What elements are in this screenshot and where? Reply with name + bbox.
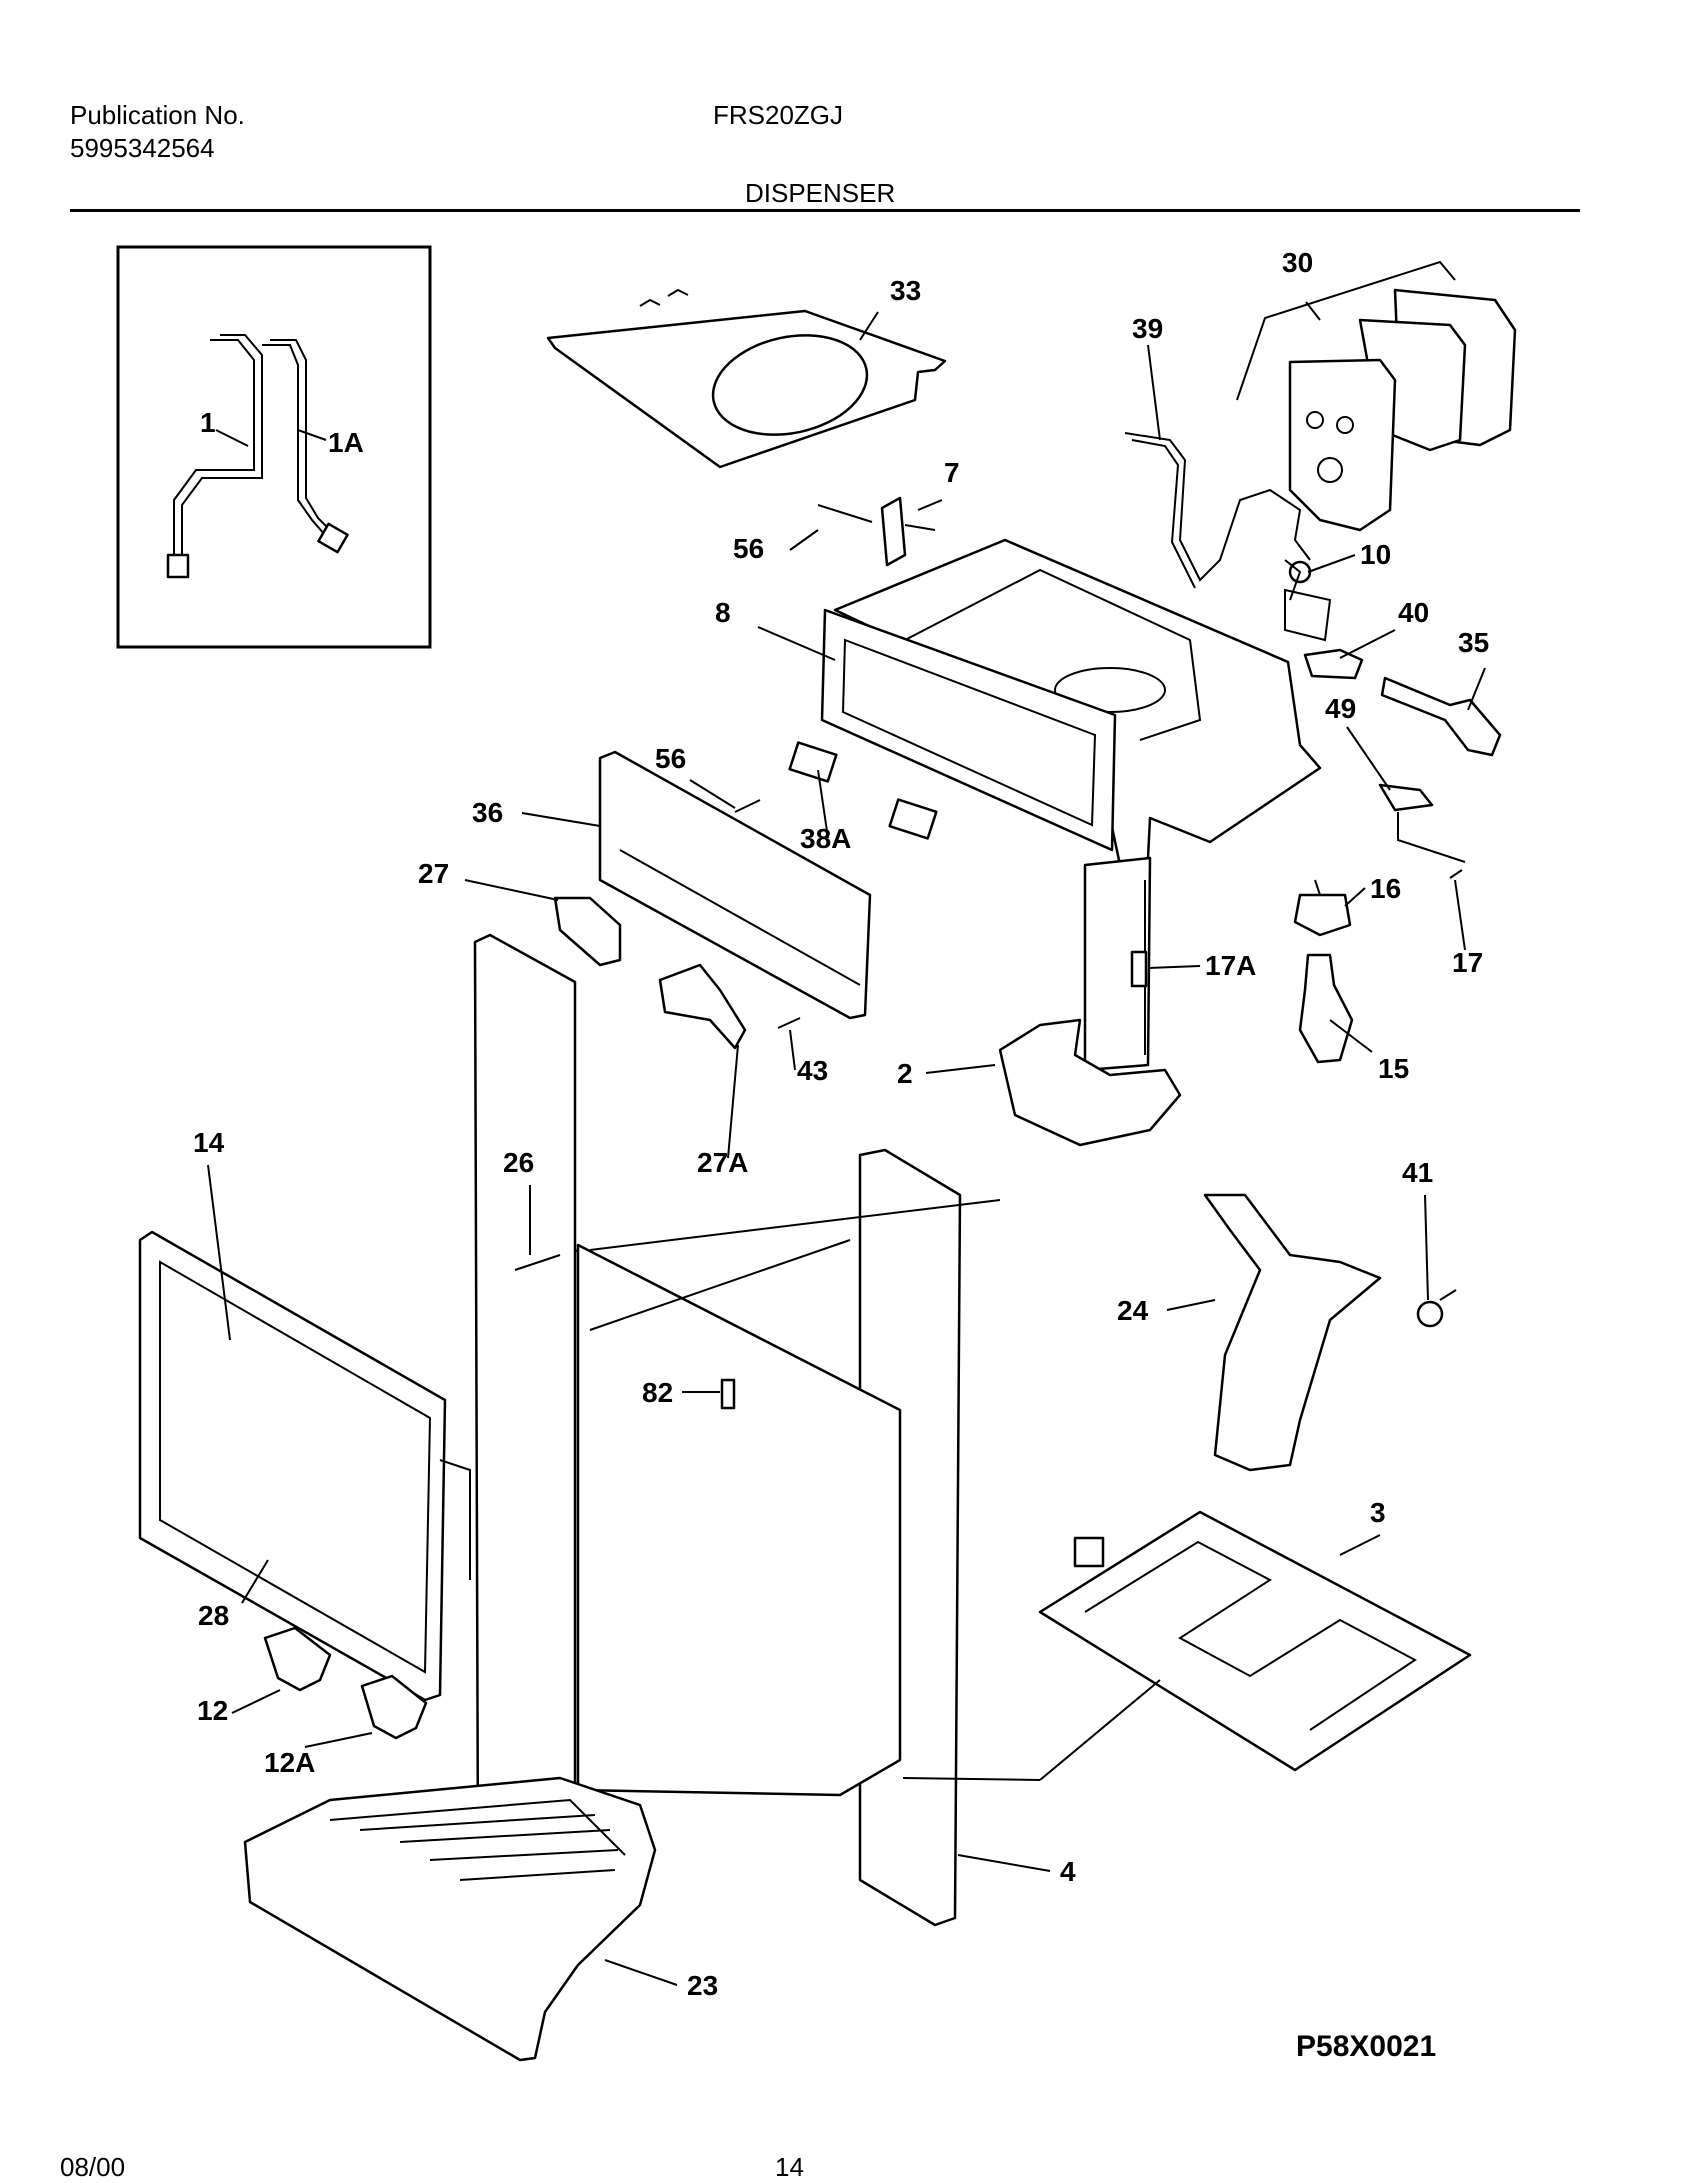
callout-35: 35 xyxy=(1458,627,1489,658)
part-7-bracket xyxy=(880,496,936,567)
callout-30: 30 xyxy=(1282,247,1313,278)
publication-label: Publication No. xyxy=(70,100,245,130)
part-14-window xyxy=(138,1230,471,1702)
footer-date: 08/00 xyxy=(60,2152,126,2182)
callout-1a: 1A xyxy=(328,427,364,458)
callout-43: 43 xyxy=(797,1055,828,1086)
callout-7: 7 xyxy=(944,457,960,488)
part-27-lever xyxy=(553,896,622,967)
callout-17: 17 xyxy=(1452,947,1483,978)
part-2-ring xyxy=(998,1018,1182,1147)
callout-8: 8 xyxy=(715,597,731,628)
callout-16: 16 xyxy=(1370,873,1401,904)
callout-10: 10 xyxy=(1360,539,1391,570)
callout-14: 14 xyxy=(193,1127,225,1158)
callout-56-upper: 56 xyxy=(733,533,764,564)
part-3-heater-pad xyxy=(1038,1510,1472,1772)
part-24-lever xyxy=(1203,1193,1382,1472)
callout-49: 49 xyxy=(1325,693,1356,724)
callout-1: 1 xyxy=(200,407,216,438)
part-39-wire xyxy=(1124,432,1311,582)
part-16-socket xyxy=(1293,879,1352,937)
callout-40: 40 xyxy=(1398,597,1429,628)
part-35-actuator-rod xyxy=(1380,676,1502,757)
callout-2: 2 xyxy=(897,1058,913,1089)
part-23-drip-tray xyxy=(243,1776,657,2062)
callout-26: 26 xyxy=(503,1147,534,1178)
callout-4: 4 xyxy=(1060,1856,1076,1887)
part-82-screw xyxy=(720,1378,736,1410)
callout-38a: 38A xyxy=(800,823,851,854)
part-38a-switch-2 xyxy=(888,798,938,840)
part-15-bulb xyxy=(1298,953,1354,1064)
section-title: DISPENSER xyxy=(745,178,896,208)
part-26-screw xyxy=(514,1254,561,1271)
callout-17a: 17A xyxy=(1205,950,1256,981)
part-43-screw xyxy=(777,1017,801,1029)
callout-33: 33 xyxy=(890,275,921,306)
leader-lines xyxy=(207,301,1486,1986)
callout-39: 39 xyxy=(1132,313,1163,344)
callout-12: 12 xyxy=(197,1695,228,1726)
part-33-top-cover xyxy=(546,288,947,469)
part-56-screw-upper xyxy=(817,504,873,523)
callout-41: 41 xyxy=(1402,1157,1433,1188)
callout-15: 15 xyxy=(1378,1053,1409,1084)
callout-28: 28 xyxy=(198,1600,229,1631)
part-41-spring xyxy=(1416,1289,1457,1328)
part-8-housing xyxy=(820,538,1322,867)
part-56-screw-lower xyxy=(734,799,761,813)
part-30-auger-motor xyxy=(1236,260,1517,532)
part-17-screw xyxy=(1449,869,1463,879)
model-number: FRS20ZGJ xyxy=(713,100,844,130)
figure-code: P58X0021 xyxy=(1296,2030,1437,2063)
callout-24: 24 xyxy=(1117,1295,1149,1326)
part-12-clip xyxy=(263,1626,332,1692)
callout-27: 27 xyxy=(418,858,449,889)
part-49-clip xyxy=(1378,783,1466,863)
publication-number: 5995342564 xyxy=(70,133,215,163)
callout-12a: 12A xyxy=(264,1747,315,1778)
inset-harness-box xyxy=(116,245,432,649)
callout-82: 82 xyxy=(642,1377,673,1408)
part-17a-fastener xyxy=(1130,950,1148,988)
part-36-panel xyxy=(598,750,872,1020)
part-12a-clip xyxy=(360,1674,428,1740)
part-40-switch xyxy=(1284,588,1364,680)
part-38a-switch-1 xyxy=(788,741,838,783)
callout-56-lower: 56 xyxy=(655,743,686,774)
callout-27a: 27A xyxy=(697,1147,748,1178)
callout-23: 23 xyxy=(687,1970,718,2001)
page-number: 14 xyxy=(775,2152,804,2182)
part-27a-arm xyxy=(658,963,747,1050)
callout-3: 3 xyxy=(1370,1497,1386,1528)
header-rule xyxy=(70,209,1580,212)
callout-labels: 1 1A 33 30 39 7 56 10 40 35 49 8 56 36 3… xyxy=(193,247,1489,2001)
callout-36: 36 xyxy=(472,797,503,828)
